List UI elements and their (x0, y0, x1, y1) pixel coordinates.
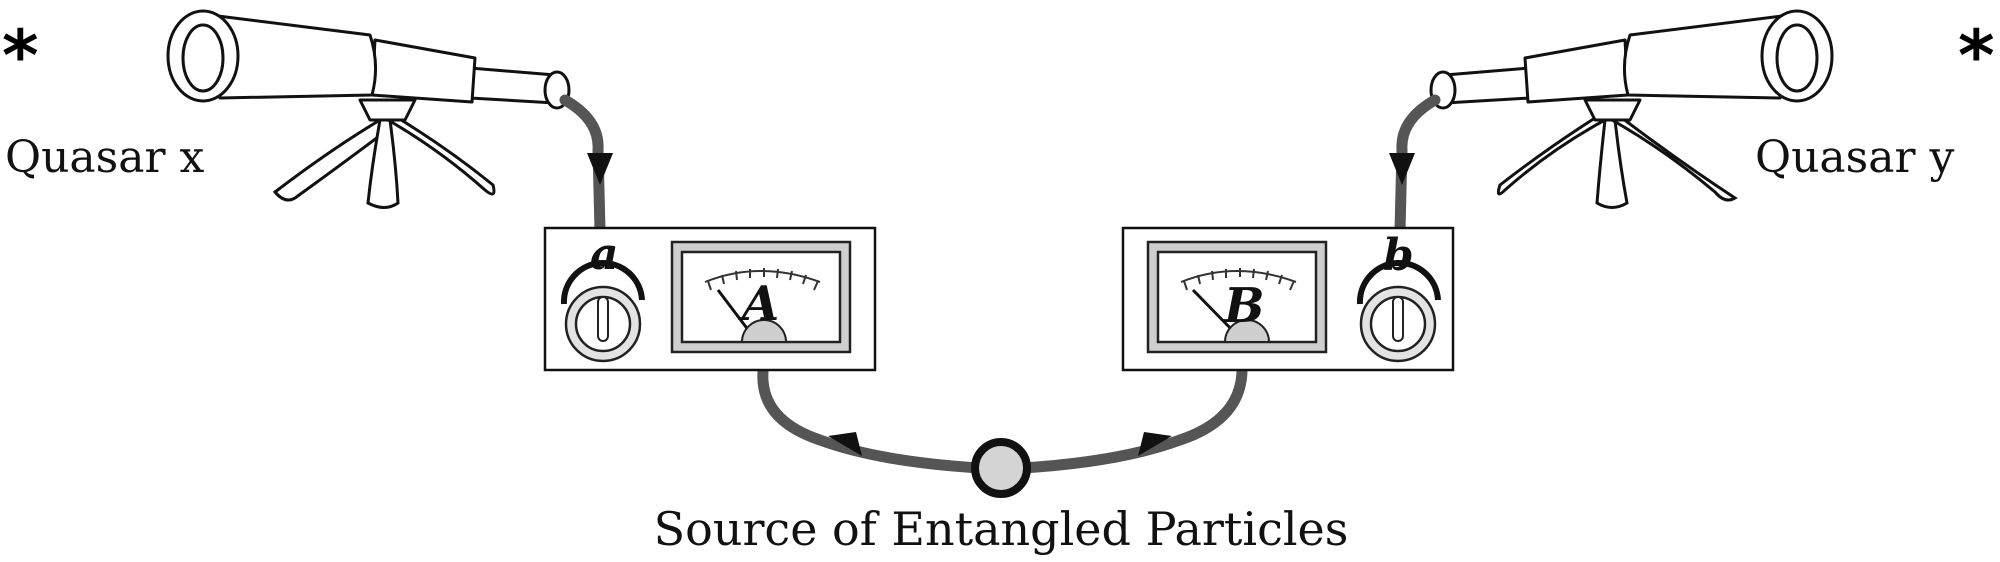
source-caption: Source of Entangled Particles (654, 502, 1349, 556)
quasar-x-label: Quasar x (5, 132, 204, 183)
detector-left: a A (543, 226, 877, 372)
cable-source-right (1016, 366, 1248, 474)
setting-label-b: b (1383, 230, 1414, 281)
setting-knob-b[interactable] (1356, 260, 1441, 363)
particle-source-icon (971, 438, 1031, 498)
meter-label-b: B (1222, 278, 1265, 334)
quasar-x-star: * (2, 15, 39, 97)
cable-source-left (757, 366, 986, 474)
detector-right: B b (1121, 226, 1455, 372)
meter-label-a: A (738, 276, 779, 332)
cable-telescope-right (1394, 94, 1441, 236)
arrow-down-right-icon (1389, 153, 1415, 185)
arrow-down-left-icon (587, 153, 613, 185)
telescope-left-icon (166, 9, 571, 209)
meter-a (670, 240, 852, 354)
arrow-left-icon (828, 432, 862, 456)
meter-b (1146, 240, 1328, 354)
quasar-y-star: * (1958, 15, 1995, 97)
cable-telescope-left (559, 94, 606, 236)
quasar-y-label: Quasar y (1755, 132, 1954, 183)
telescope-right-icon (1429, 9, 1834, 209)
setting-label-a: a (590, 229, 619, 280)
setting-knob-a[interactable] (560, 260, 645, 363)
arrow-right-icon (1138, 432, 1172, 456)
